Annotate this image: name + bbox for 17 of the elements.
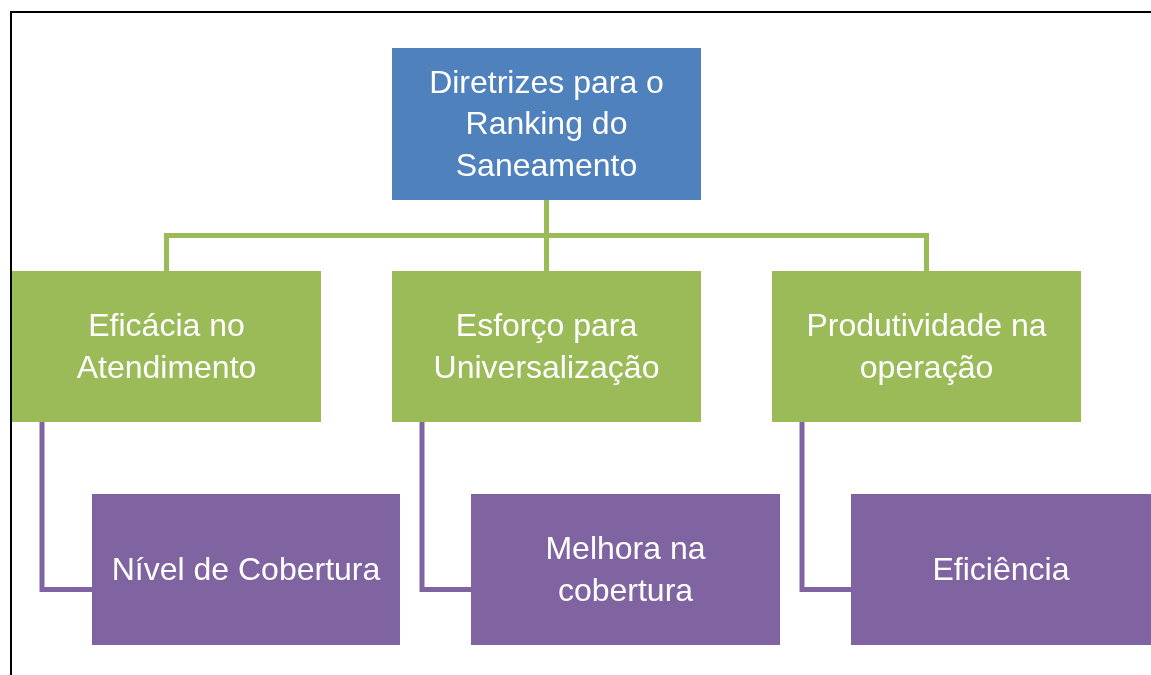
box-label: Diretrizes para o Ranking do Saneamento xyxy=(428,62,665,185)
box-label: Melhora na cobertura xyxy=(544,528,707,610)
root-box xyxy=(392,48,701,200)
indicator-box xyxy=(471,494,780,645)
category-box xyxy=(392,271,701,422)
indicator-box xyxy=(851,494,1151,645)
box-label: Eficácia no Atendimento xyxy=(75,305,258,387)
box-label: Produtividade na operação xyxy=(805,305,1048,387)
category-box xyxy=(12,271,321,422)
indicator-box xyxy=(92,494,400,645)
box-label: Eficiência xyxy=(932,549,1070,589)
category-box xyxy=(772,271,1081,422)
connector-line xyxy=(419,422,471,592)
box-label: Esforço para Universalização xyxy=(432,305,661,387)
connector-line xyxy=(799,422,851,592)
connector-line xyxy=(39,422,92,592)
box-label: Nível de Cobertura xyxy=(111,549,381,589)
